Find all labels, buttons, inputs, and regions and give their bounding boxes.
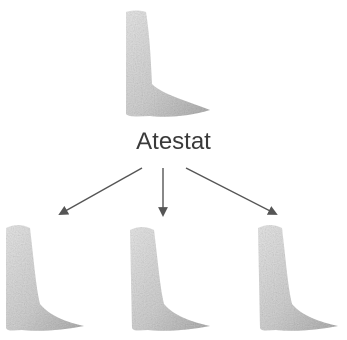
connector-arrows [58, 167, 278, 217]
right-child-document-sheet-icon [258, 225, 338, 331]
arrow-to-left-child [58, 167, 143, 215]
parent-document-sheet-icon [126, 10, 210, 117]
arrow-to-right-child [185, 167, 278, 215]
center-node-label: Atestat [136, 128, 211, 155]
left-child-document-sheet-icon [6, 225, 84, 331]
middle-child-document-sheet-icon [130, 227, 210, 331]
